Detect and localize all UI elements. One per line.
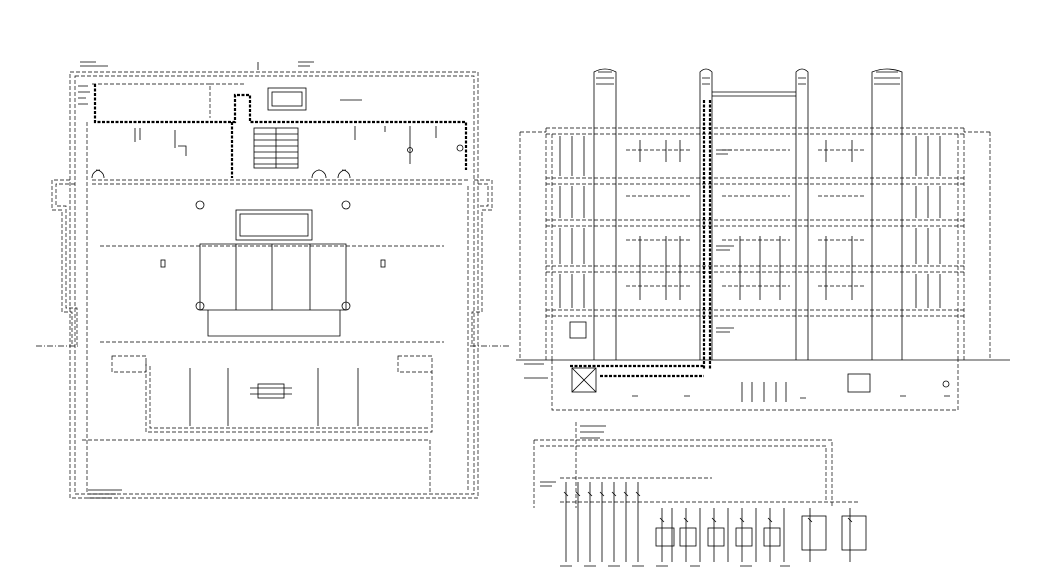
single-line-diagram [533,422,867,567]
building-elevation [516,68,1010,411]
floor-plan [36,61,510,499]
